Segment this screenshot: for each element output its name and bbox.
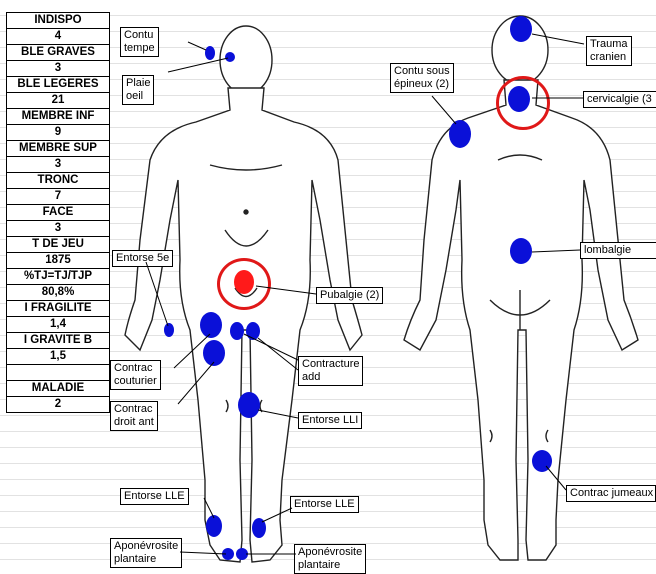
stats-cell: BLE LEGERES [6, 77, 110, 93]
label-contracture-add: Contracture add [298, 356, 363, 386]
label-aponevrosite-left: Aponévrosite plantaire [110, 538, 182, 568]
stats-cell: 7 [6, 189, 110, 205]
label-contrac-droit-ant: Contrac droit ant [110, 401, 158, 431]
dot-contracture-add-right [246, 322, 260, 340]
stats-cell: BLE GRAVES [6, 45, 110, 61]
label-lombalgie: lombalgie [580, 242, 656, 259]
stats-cell: MEMBRE SUP [6, 141, 110, 157]
dot-contu-sous-epineux [449, 120, 471, 148]
stats-cell: 21 [6, 93, 110, 109]
stats-cell: MEMBRE INF [6, 109, 110, 125]
label-cervicalgie: cervicalgie (3 [583, 91, 656, 108]
dot-aponevrosite-left [222, 548, 234, 560]
label-entorse-lle-left: Entorse LLE [120, 488, 189, 505]
dot-entorse-5e [164, 323, 174, 337]
stats-cell: 80,8% [6, 285, 110, 301]
dot-trauma-cranien [510, 16, 532, 42]
stats-cell: T DE JEU [6, 237, 110, 253]
dot-aponevrosite-right [236, 548, 248, 560]
stats-cell: 2 [6, 397, 110, 413]
label-contu-sous-epineux: Contu sous épineux (2) [390, 63, 454, 93]
dot-contrac-jumeaux [532, 450, 552, 472]
dot-entorse-lle-right [252, 518, 266, 538]
label-entorse-lli: Entorse LLI [298, 412, 362, 429]
stats-cell: TRONC [6, 173, 110, 189]
dot-pubalgie [234, 270, 254, 294]
dot-contrac-droit-ant [203, 340, 225, 366]
label-plaie-oeil: Plaie oeil [122, 75, 154, 105]
dot-contracture-add-left [230, 322, 244, 340]
stats-cell: 4 [6, 29, 110, 45]
label-contrac-couturier: Contrac couturier [110, 360, 161, 390]
stats-cell [6, 365, 110, 381]
label-trauma-cranien: Trauma cranien [586, 36, 632, 66]
dot-contu-tempe [205, 46, 215, 60]
stats-cell: 1875 [6, 253, 110, 269]
stats-cell: 3 [6, 61, 110, 77]
dot-contrac-couturier [200, 312, 222, 338]
dot-lombalgie [510, 238, 532, 264]
stats-cell: 9 [6, 125, 110, 141]
dot-entorse-lle-left [206, 515, 222, 537]
stats-cell: I FRAGILITE [6, 301, 110, 317]
stats-cell: I GRAVITE B [6, 333, 110, 349]
stats-cell: 3 [6, 221, 110, 237]
stats-cell: INDISPO [6, 12, 110, 29]
label-contrac-jumeaux: Contrac jumeaux [566, 485, 656, 502]
stats-cell: 1,5 [6, 349, 110, 365]
stats-cell: MALADIE [6, 381, 110, 397]
label-contu-tempe: Contu tempe [120, 27, 159, 57]
dot-plaie-oeil [225, 52, 235, 62]
stats-cell: 3 [6, 157, 110, 173]
stats-cell: FACE [6, 205, 110, 221]
label-entorse-5e: Entorse 5e [112, 250, 173, 267]
dot-entorse-lli [238, 392, 260, 418]
dot-cervicalgie [508, 86, 530, 112]
stats-cell: 1,4 [6, 317, 110, 333]
label-pubalgie: Pubalgie (2) [316, 287, 383, 304]
stats-cell: %TJ=TJ/TJP [6, 269, 110, 285]
label-entorse-lle-right: Entorse LLE [290, 496, 359, 513]
label-aponevrosite-right: Aponévrosite plantaire [294, 544, 366, 574]
